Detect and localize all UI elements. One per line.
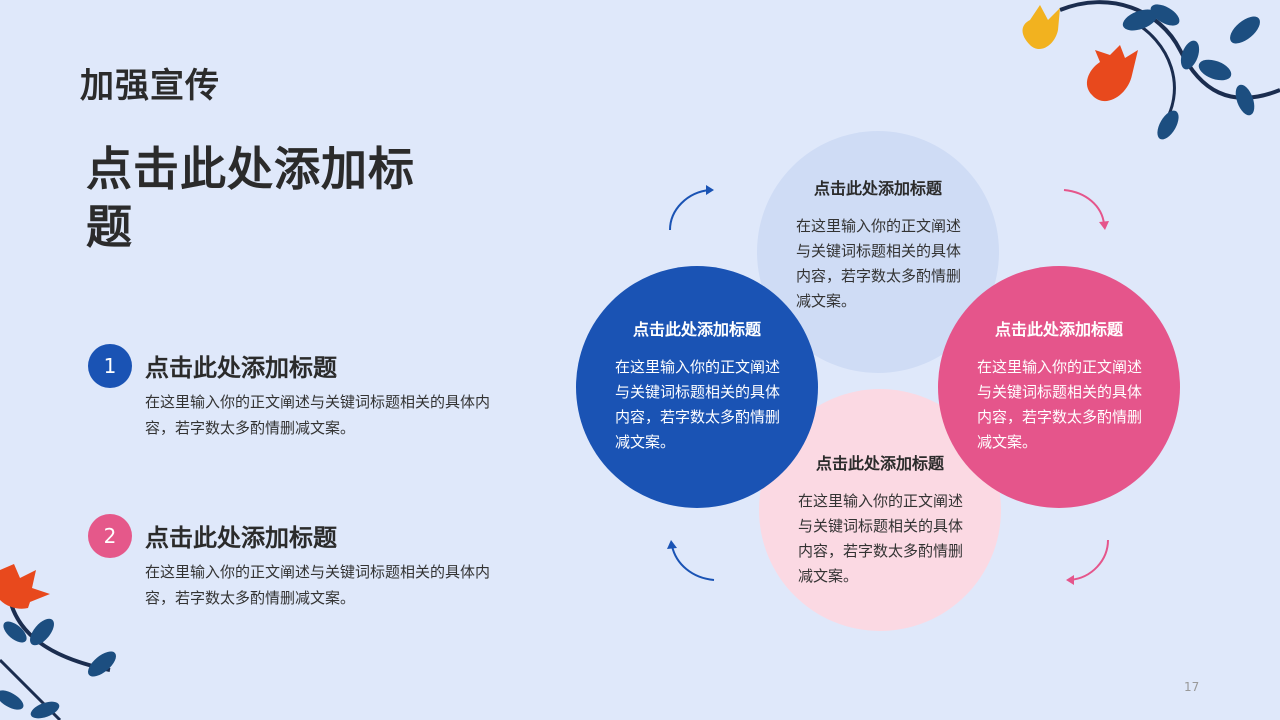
circle-body: 在这里输入你的正文阐述与关键词标题相关的具体内容，若字数太多酌情删减文案。 bbox=[796, 217, 962, 310]
circle-body: 在这里输入你的正文阐述与关键词标题相关的具体内容，若字数太多酌情删减文案。 bbox=[615, 358, 781, 451]
circle-left: 点击此处添加标题 在这里输入你的正文阐述与关键词标题相关的具体内容，若字数太多酌… bbox=[576, 266, 818, 508]
item-body: 在这里输入你的正文阐述与关键词标题相关的具体内容，若字数太多酌情删减文案。 bbox=[145, 393, 491, 437]
flower-branch-icon bbox=[0, 564, 117, 720]
item-title: 点击此处添加标题 bbox=[145, 354, 337, 382]
circle-title: 点击此处添加标题 bbox=[813, 179, 942, 198]
item-number-badge: 1 bbox=[88, 344, 132, 388]
cycle-arrow-icon bbox=[669, 185, 714, 231]
circle-title: 点击此处添加标题 bbox=[994, 320, 1123, 339]
list-item: 2 点击此处添加标题 在这里输入你的正文阐述与关键词标题相关的具体内容，若字数太… bbox=[88, 514, 528, 614]
circle-right: 点击此处添加标题 在这里输入你的正文阐述与关键词标题相关的具体内容，若字数太多酌… bbox=[938, 266, 1180, 508]
circle-body: 在这里输入你的正文阐述与关键词标题相关的具体内容，若字数太多酌情删减文案。 bbox=[798, 492, 964, 585]
list-item: 1 点击此处添加标题 在这里输入你的正文阐述与关键词标题相关的具体内容，若字数太… bbox=[88, 344, 528, 444]
page-number: 17 bbox=[1184, 680, 1200, 694]
cycle-arrow-icon bbox=[667, 540, 715, 581]
item-body: 在这里输入你的正文阐述与关键词标题相关的具体内容，若字数太多酌情删减文案。 bbox=[145, 563, 491, 607]
cycle-arrow-icon bbox=[1063, 189, 1109, 230]
circle-title: 点击此处添加标题 bbox=[632, 320, 761, 339]
item-title: 点击此处添加标题 bbox=[145, 524, 337, 552]
item-number-badge: 2 bbox=[88, 514, 132, 558]
circle-title: 点击此处添加标题 bbox=[815, 454, 944, 473]
section-label: 加强宣传 bbox=[80, 66, 220, 106]
cycle-arrow-icon bbox=[1066, 539, 1109, 585]
flower-branch-icon bbox=[1022, 0, 1280, 140]
circle-body: 在这里输入你的正文阐述与关键词标题相关的具体内容，若字数太多酌情删减文案。 bbox=[977, 358, 1143, 451]
main-title: 点击此处添加标题 bbox=[86, 142, 415, 254]
